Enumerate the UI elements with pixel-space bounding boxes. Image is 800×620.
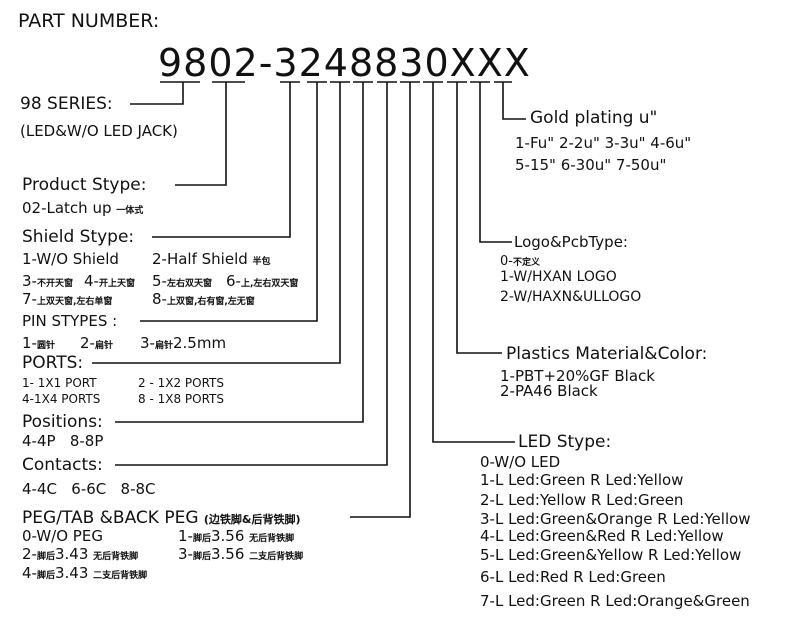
peg-option-2: 2-脚后3.43 无后背铁脚 <box>22 545 139 563</box>
leader-contacts <box>115 81 397 466</box>
peg-option-4: 4-脚后3.43 二支后背铁脚 <box>22 564 148 582</box>
peg-option-3: 3-脚后3.56 二支后背铁脚 <box>178 545 304 563</box>
shield-option-1: 1-W/O Shield <box>22 250 119 268</box>
ports-option-3: 4-1X4 PORTS <box>22 392 101 406</box>
logo-option-2: 2-W/HAXN&ULLOGO <box>500 289 642 305</box>
leader-gold <box>494 81 526 120</box>
led-option: 6-L Led:Red R Led:Green <box>480 568 666 586</box>
part-number: 9802-3248830XXX <box>158 41 531 85</box>
gold-row-2: 5-15" 6-30u" 7-50u" <box>515 156 667 174</box>
pin-option-3: 3-扁针2.5mm <box>140 334 227 352</box>
shield-option-5: 5-左右双天窗 <box>152 272 212 290</box>
led-option: 2-L Led:Yellow R Led:Green <box>480 491 684 509</box>
ports-label: PORTS: <box>22 353 84 373</box>
ports-option-2: 2 - 1X2 PORTS <box>138 376 224 390</box>
shield-option-4: 4-开上天窗 <box>84 272 135 290</box>
led-label: LED Stype: <box>518 432 612 452</box>
positions-options: 4-4P 8-8P <box>22 432 104 450</box>
led-option: 3-L Led:Green&Orange R Led:Yellow <box>480 510 751 528</box>
product-option: 02-Latch up 一体式 <box>22 199 144 217</box>
plastics-option-2: 2-PA46 Black <box>500 382 598 400</box>
plastics-option-1: 1-PBT+20%GF Black <box>500 367 655 385</box>
ports-option-4: 8 - 1X8 PORTS <box>138 392 224 406</box>
leader-product <box>175 81 245 186</box>
led-option: 4-L Led:Green&Red R Led:Yellow <box>480 527 724 545</box>
product-label: Product Stype: <box>22 175 147 195</box>
leader-ports <box>92 81 350 364</box>
contacts-options: 4-4C 6-6C 8-8C <box>22 480 156 498</box>
leader-shield <box>152 81 300 238</box>
series-label: 98 SERIES: <box>20 94 113 114</box>
logo-option-0: 0-不定义 <box>500 254 540 269</box>
leader-peg <box>350 81 420 518</box>
leader-positions <box>115 81 373 423</box>
led-option: 5-L Led:Green&Yellow R Led:Yellow <box>480 546 742 564</box>
led-option: 7-L Led:Green R Led:Orange&Green <box>480 592 750 610</box>
series-desc: (LED&W/O LED JACK) <box>20 122 178 140</box>
shield-option-2: 2-Half Shield 半包 <box>152 250 271 268</box>
peg-option-0: 0-W/O PEG <box>22 527 103 545</box>
shield-option-7: 7-上双天窗,左右单窗 <box>22 290 113 308</box>
logo-label: Logo&PcbType: <box>514 233 628 251</box>
gold-row-1: 1-Fu" 2-2u" 3-3u" 4-6u" <box>515 134 692 152</box>
shield-option-6: 6-上,左右双天窗 <box>226 272 299 290</box>
peg-option-1: 1-脚后3.56 无后背铁脚 <box>178 527 295 545</box>
logo-option-1: 1-W/HXAN LOGO <box>500 269 617 285</box>
leader-plastics <box>447 81 502 354</box>
plastics-label: Plastics Material&Color: <box>506 344 708 364</box>
leader-logo <box>470 81 512 243</box>
ports-option-1: 1- 1X1 PORT <box>22 376 97 390</box>
contacts-label: Contacts: <box>22 455 103 475</box>
led-option: 0-W/O LED <box>480 453 561 471</box>
pin-option-1: 1-圆针 <box>22 334 55 352</box>
shield-option-3: 3-不开天窗 <box>22 272 73 290</box>
positions-label: Positions: <box>22 412 103 432</box>
pin-option-2: 2-扁针 <box>80 334 113 352</box>
shield-label: Shield Stype: <box>22 227 135 247</box>
leader-led <box>423 81 515 443</box>
peg-label: PEG/TAB &BACK PEG (边铁脚&后背铁脚) <box>22 508 301 528</box>
title: PART NUMBER: <box>18 10 160 32</box>
leader-pin <box>140 81 327 322</box>
pin-label: PIN STYPES : <box>22 312 118 330</box>
led-option: 1-L Led:Green R Led:Yellow <box>480 471 684 489</box>
underline-series <box>130 81 200 105</box>
gold-label: Gold plating u" <box>530 108 658 128</box>
shield-option-8: 8-上双窗,右有窗,左无窗 <box>152 290 255 308</box>
